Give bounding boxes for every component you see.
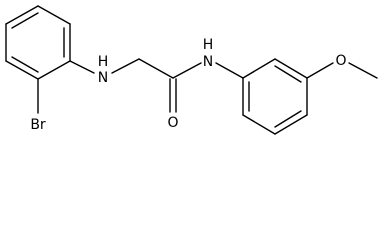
nh-to-ch2-bond [111, 58, 140, 74]
ring2-bond-lower-right [274, 114, 308, 135]
amine-h-label: H [98, 54, 109, 70]
ring1-double-bottom-left [11, 56, 39, 73]
carbonyl-oxygen-label: O [167, 115, 178, 131]
methoxyphenyl-ring [242, 58, 308, 135]
carbonyl-to-amide-n-bond [172, 62, 202, 79]
bromophenyl-ring [5, 5, 71, 80]
amide-h-label: H [203, 37, 214, 53]
ring2-double-lower-right [274, 110, 302, 128]
ring-to-nh-bond [69, 60, 95, 74]
amide-n-label: N [203, 54, 213, 70]
ring1-bond-bottom-left [5, 60, 39, 80]
ring1-double-top-left [11, 12, 39, 29]
amine-n-label: N [98, 70, 108, 86]
ring1-bond-top-left [5, 5, 39, 25]
amide-n-to-ring-bond [215, 62, 244, 79]
bromine-label: Br [30, 117, 46, 133]
molecule-drawing: Br H N O H N [5, 5, 378, 135]
ring1-bond-bottom-right [37, 60, 71, 80]
ring2-bond-upper-right [274, 58, 308, 79]
ring2-double-upper-right [274, 65, 302, 83]
ring1-bond-top-right [37, 5, 71, 25]
ring2-bond-lower-left [242, 114, 276, 135]
ether-oxygen-label: O [335, 53, 346, 69]
ether-o-to-methyl-bond [348, 62, 378, 79]
ch2-to-carbonyl-bond [138, 58, 174, 79]
ring2-bond-upper-left [242, 58, 276, 79]
ring-to-ether-o-bond [306, 62, 334, 79]
structure-canvas: Br H N O H N [5, 5, 378, 135]
